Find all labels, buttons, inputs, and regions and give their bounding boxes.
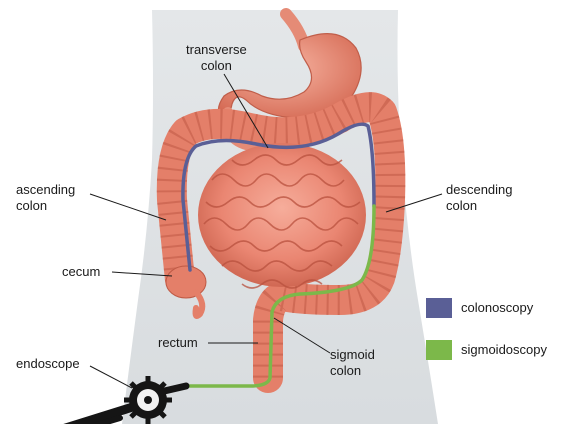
legend-label-sigmoidoscopy: sigmoidoscopy — [461, 342, 547, 357]
label-rectum: rectum — [158, 335, 198, 351]
label-sigmoid-colon: sigmoid colon — [330, 347, 375, 379]
endoscope-device — [40, 376, 186, 424]
label-endoscope: endoscope — [16, 356, 80, 372]
legend-swatch-sigmoidoscopy — [426, 340, 452, 360]
legend-swatch-colonoscopy — [426, 298, 452, 318]
label-cecum: cecum — [62, 264, 100, 280]
label-descending-colon: descending colon — [446, 182, 513, 214]
label-transverse-colon: transverse colon — [186, 42, 247, 74]
label-ascending-colon: ascending colon — [16, 182, 75, 214]
legend-label-colonoscopy: colonoscopy — [461, 300, 533, 315]
